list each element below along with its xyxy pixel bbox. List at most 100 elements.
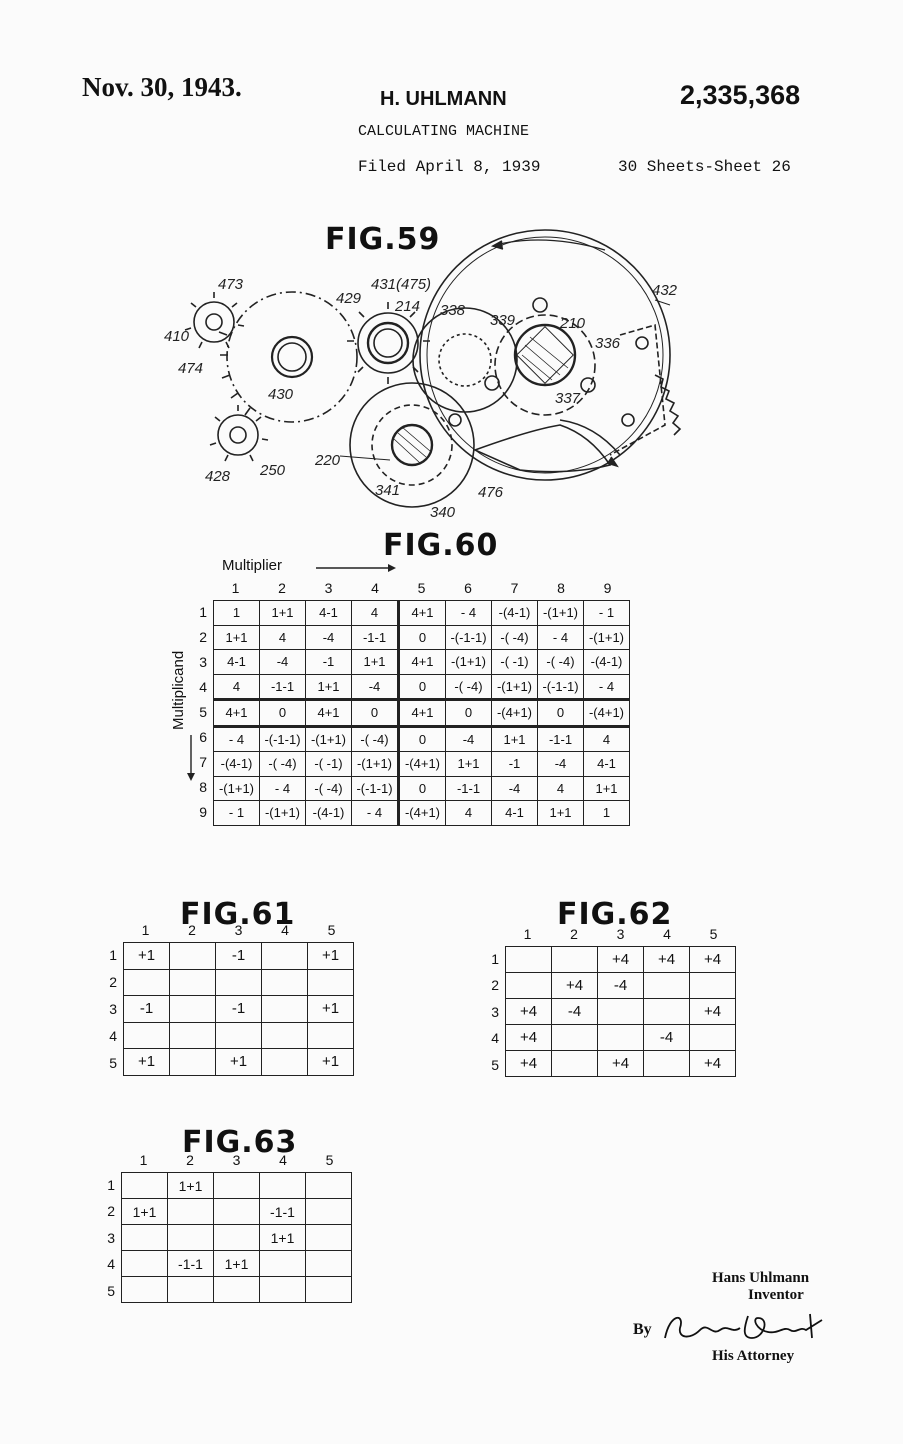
fig60-cell: -1 <box>491 751 538 777</box>
fig60-cell: 4 <box>583 725 630 752</box>
fig60-row-header: 6 <box>199 728 207 745</box>
fig60-cell: -(1+1) <box>351 751 400 777</box>
svg-text:429: 429 <box>336 290 362 307</box>
fig63-cell <box>305 1224 352 1251</box>
svg-text:428: 428 <box>205 468 231 485</box>
fig61-cell <box>261 942 308 970</box>
fig60-cell: 1 <box>213 600 260 626</box>
fig61-cell <box>261 995 308 1023</box>
fig63-cell <box>305 1276 352 1303</box>
fig62-cell: -4 <box>597 972 644 999</box>
fig60-cell: -( -4) <box>351 725 400 752</box>
fig62-cell <box>597 1024 644 1051</box>
fig62-cell <box>505 946 552 973</box>
fig60-cell: 0 <box>445 699 492 728</box>
fig63-cell: -1-1 <box>259 1198 306 1225</box>
fig60-cell: - 4 <box>259 775 306 801</box>
svg-text:337: 337 <box>555 390 581 407</box>
fig60-cell: 0 <box>351 699 400 728</box>
fig61-cell: +1 <box>307 995 354 1023</box>
fig61-col-header: 2 <box>188 922 196 938</box>
fig60-cell: 4 <box>213 673 260 701</box>
fig60-cell: 4-1 <box>583 751 630 777</box>
fig61-cell: -1 <box>215 995 262 1023</box>
fig61-col-header: 4 <box>281 922 289 938</box>
fig60-cell: -( -4) <box>537 649 584 675</box>
fig60-cell: - 4 <box>445 600 492 626</box>
svg-text:410: 410 <box>164 328 190 345</box>
fig61-cell: +1 <box>215 1048 262 1076</box>
fig63-cell <box>305 1250 352 1277</box>
fig62-cell: +4 <box>689 1050 736 1077</box>
svg-text:338: 338 <box>440 302 466 319</box>
fig63-row: 1+1-1-1 <box>121 1198 352 1225</box>
fig60-cell: 4-1 <box>305 600 352 626</box>
fig61-label: FIG.61 <box>180 897 296 932</box>
fig63-col-header: 2 <box>186 1152 194 1168</box>
fig60-label: FIG.60 <box>383 528 499 563</box>
fig63-row: 1+1 <box>121 1172 352 1199</box>
svg-text:473: 473 <box>218 276 244 293</box>
fig60-col-axis-label: Multiplier <box>222 557 283 574</box>
fig61-cell <box>261 1048 308 1076</box>
attorney-signature <box>664 1313 823 1339</box>
fig61-col-header: 1 <box>141 922 150 938</box>
fig60-cell: 4+1 <box>213 699 260 728</box>
fig60-cell: -(4-1) <box>491 600 538 626</box>
svg-text:432: 432 <box>652 282 678 299</box>
fig63-cell <box>167 1276 214 1303</box>
fig62-row-header: 5 <box>491 1056 499 1073</box>
fig60-cell: -(-1-1) <box>537 673 584 701</box>
fig60-cell: 4+1 <box>305 699 352 728</box>
fig63-col-header: 5 <box>325 1152 334 1168</box>
svg-text:430: 430 <box>268 386 294 403</box>
fig60-col-header: 6 <box>464 580 472 596</box>
fig63-cell: 1+1 <box>259 1224 306 1251</box>
fig61-row-header: 5 <box>109 1054 117 1071</box>
fig60-cell: 4+1 <box>398 699 446 728</box>
fig61-row-header: 2 <box>109 973 117 990</box>
fig60-cell: 4-1 <box>213 649 260 675</box>
fig63-row-header: 4 <box>107 1256 115 1272</box>
fig60-cell: - 4 <box>213 725 260 752</box>
fig61-row-header: 1 <box>109 946 117 963</box>
fig60-cell: 1+1 <box>583 775 630 801</box>
fig61-cell: +1 <box>307 942 354 970</box>
svg-text:336: 336 <box>595 335 621 352</box>
fig62-cell: +4 <box>505 1024 552 1051</box>
fig62-row: +4-4+4 <box>505 998 736 1025</box>
fig61-row <box>123 1021 354 1049</box>
fig60-cell: 4+1 <box>398 649 446 675</box>
fig61-row: +1-1+1 <box>123 942 354 970</box>
fig63-col-header: 4 <box>279 1152 287 1168</box>
fig61-cell <box>169 942 216 970</box>
fig63-row-header: 1 <box>107 1176 115 1193</box>
svg-text:210: 210 <box>559 315 586 332</box>
fig62-row-header: 1 <box>491 950 499 967</box>
fig60-cell: - 1 <box>213 800 260 826</box>
svg-text:220: 220 <box>314 452 341 469</box>
fig62-col-header: 2 <box>570 926 578 942</box>
fig63-cell <box>213 1172 260 1199</box>
fig61-cell <box>307 1021 354 1049</box>
fig60-row-header: 5 <box>199 703 207 720</box>
fig60-row-axis-label: Multiplicand <box>170 650 187 730</box>
fig61-cell: +1 <box>307 1048 354 1076</box>
sheet-count: 30 Sheets-Sheet 26 <box>618 158 791 176</box>
fig63-cell: 1+1 <box>213 1250 260 1277</box>
fig60-cell: -(4+1) <box>491 699 538 728</box>
patent-date: Nov. 30, 1943. <box>82 72 242 102</box>
fig60-cell: -4 <box>491 775 538 801</box>
fig60-cell: -4 <box>445 725 492 752</box>
fig62-cell: +4 <box>551 972 598 999</box>
fig62-row-header: 2 <box>491 977 499 993</box>
fig63-cell <box>259 1250 306 1277</box>
fig60-cell: -(-1-1) <box>351 775 400 801</box>
fig60-cell: 4 <box>445 800 492 826</box>
fig60-row-header: 9 <box>199 803 207 820</box>
fig62-row: +4+4+4 <box>505 946 736 973</box>
fig59-gear-drawing: 473 410 474 430 429 431(475) 214 338 339… <box>164 229 682 521</box>
fig60-cell: -1-1 <box>259 673 306 701</box>
fig60-cell: 4 <box>351 600 400 626</box>
